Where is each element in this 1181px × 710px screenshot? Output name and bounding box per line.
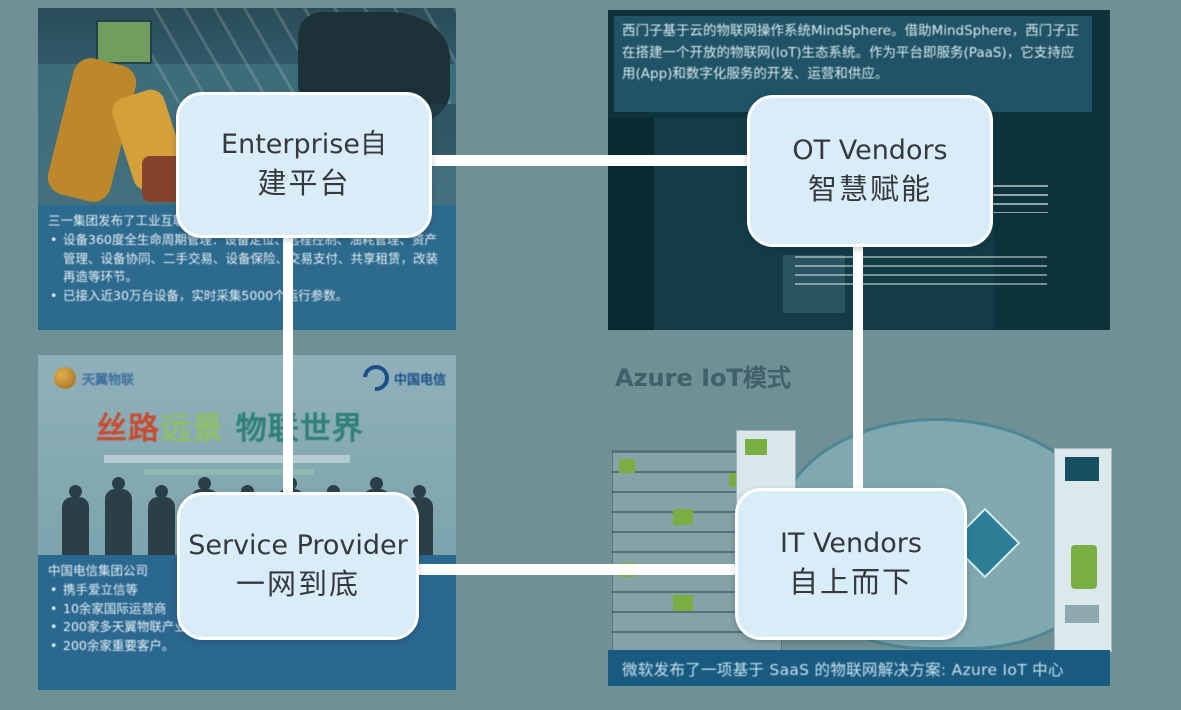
china-telecom-logo-icon: [357, 359, 395, 397]
node-line-cn: 智慧赋能: [807, 171, 932, 206]
factory-screen: [96, 20, 152, 64]
telecom-bullet: 携手爱立信等: [48, 581, 446, 600]
azure-iot-label: Azure IoT模式: [615, 364, 791, 392]
event-subtitle-line: [104, 455, 350, 463]
node-service-provider: Service Provider 一网到底: [177, 492, 419, 640]
slogan-part: 丝路: [96, 411, 160, 447]
node-line-en: Enterprise自: [221, 129, 387, 161]
diagram-chip: [745, 439, 767, 455]
china-telecom-logo: 中国电信: [357, 359, 446, 397]
slogan-part: 远景: [160, 411, 224, 447]
telecom-bullet: 200余家重要客户。: [48, 637, 446, 656]
node-line-en: OT Vendors: [792, 135, 948, 167]
node-it-vendors: IT Vendors 自上而下: [735, 488, 967, 640]
person-silhouette: [104, 477, 132, 555]
diagram-panel: [1054, 448, 1112, 652]
tianyi-logo-icon: [54, 367, 76, 389]
node-line-cn: 一网到底: [235, 566, 360, 601]
person-silhouette: [61, 485, 89, 555]
screenshot-tile: [783, 255, 845, 313]
event-subtitle-line: [144, 469, 314, 475]
china-telecom-logo-text: 中国电信: [393, 372, 446, 388]
tiny-text-block: [795, 256, 1047, 290]
connector-enterprise-sp: [283, 236, 293, 494]
diagram-chip: [1065, 605, 1099, 623]
siemens-description: 西门子基于云的物联网操作系统MindSphere。借助MindSphere，西门…: [622, 23, 1080, 83]
connector-ot-it: [853, 245, 863, 490]
node-line-en: IT Vendors: [780, 528, 922, 560]
telecom-title: 中国电信集团公司: [48, 563, 149, 578]
sany-bullet: 设备360度全生命周期管理：设备定位、远程控制、油耗管理、资产管理、设备协同、二…: [48, 231, 446, 287]
connector-sp-it: [417, 564, 739, 575]
monitor-icon: [1065, 457, 1099, 481]
microsoft-footer-band: 微软发布了一项基于 SaaS 的物联网解决方案: Azure IoT 中心: [608, 650, 1110, 686]
node-line-cn: 自上而下: [788, 564, 913, 599]
node-enterprise: Enterprise自 建平台: [176, 92, 432, 238]
connector-enterprise-ot: [430, 155, 750, 166]
tiny-text-block: [990, 185, 1048, 213]
microsoft-footer-text: 微软发布了一项基于 SaaS 的物联网解决方案: Azure IoT 中心: [622, 661, 1064, 679]
diagram-chip: [673, 595, 693, 611]
diagram-chip: [619, 459, 635, 473]
node-ot-vendors: OT Vendors 智慧赋能: [747, 95, 993, 247]
tianyi-iot-logo: 天翼物联: [54, 367, 134, 389]
telecom-bullet: 10余家国际运营商: [48, 600, 446, 619]
person-silhouette: [147, 485, 175, 555]
node-line-en: Service Provider: [188, 530, 408, 562]
tianyi-logo-text: 天翼物联: [82, 372, 135, 388]
screenshot-sidebar: [608, 118, 654, 330]
sany-bullet: 已接入近30万台设备，实时采集5000个运行参数。: [48, 287, 446, 306]
phone-icon: [1071, 545, 1097, 589]
node-line-cn: 建平台: [257, 165, 351, 200]
diagram-chip: [673, 509, 693, 525]
slogan-part: 物联世界: [235, 411, 364, 447]
event-slogan: 丝路远景 物联世界: [96, 403, 364, 448]
